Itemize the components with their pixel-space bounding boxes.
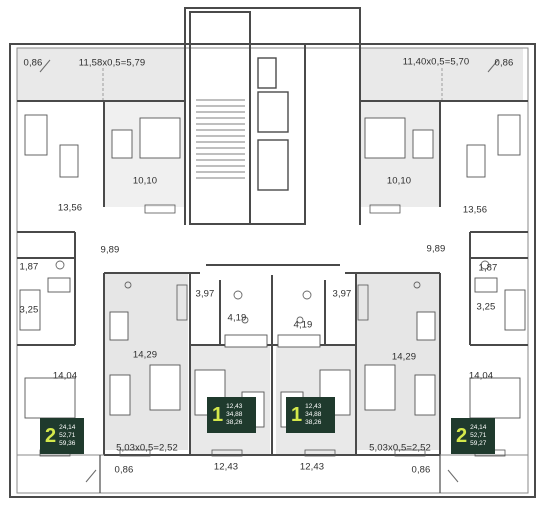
full-area-value: 59,27 bbox=[470, 440, 487, 447]
room-area-label: 12,43 bbox=[213, 461, 239, 473]
apartment-badge[interactable]: 1 12,43 34,88 38,26 bbox=[286, 397, 335, 433]
kitchen-area-label: 13,56 bbox=[57, 202, 83, 214]
living-area-value: 12,43 bbox=[305, 403, 322, 410]
bathroom-area-label: 4,19 bbox=[293, 319, 313, 331]
hallway-area-label: 9,89 bbox=[426, 243, 446, 255]
kitchen-area-label: 14,29 bbox=[132, 349, 158, 361]
full-area-value: 59,36 bbox=[59, 440, 76, 447]
toilet-area-label: 1,87 bbox=[478, 262, 498, 274]
living-room-area-label: 14,04 bbox=[468, 370, 494, 382]
balcony-area-label: 0,86 bbox=[23, 57, 43, 69]
balcony-area-label: 0,86 bbox=[114, 464, 134, 476]
total-area-value: 52,71 bbox=[59, 432, 76, 439]
balcony-calc-label: 11,40x0,5=5,70 bbox=[402, 56, 470, 68]
room-count: 1 bbox=[212, 403, 224, 426]
full-area-value: 38,26 bbox=[226, 419, 243, 426]
kitchen-area-label: 14,29 bbox=[391, 351, 417, 363]
room-count: 2 bbox=[456, 424, 468, 447]
balcony-area-label: 0,86 bbox=[494, 57, 514, 69]
living-area-value: 24,14 bbox=[59, 424, 76, 431]
hallway-area-label: 3,97 bbox=[195, 288, 215, 300]
bedroom-area-label: 10,10 bbox=[386, 175, 412, 187]
balcony-calc-label: 5,03x0,5=2,52 bbox=[116, 442, 178, 454]
bathroom-area-label: 4,19 bbox=[227, 312, 247, 324]
balcony-area-label: 0,86 bbox=[411, 464, 431, 476]
living-area-value: 12,43 bbox=[226, 403, 243, 410]
bathroom-area-label: 3,25 bbox=[19, 304, 39, 316]
total-area-value: 34,88 bbox=[226, 411, 243, 418]
apartment-badge[interactable]: 1 12,43 34,88 38,26 bbox=[207, 397, 256, 433]
room-count: 1 bbox=[291, 403, 303, 426]
living-area-value: 24,14 bbox=[470, 424, 487, 431]
hallway-area-label: 3,97 bbox=[332, 288, 352, 300]
total-area-value: 34,88 bbox=[305, 411, 322, 418]
toilet-area-label: 1,87 bbox=[19, 261, 39, 273]
apartment-badge[interactable]: 2 24,14 52,71 59,36 bbox=[40, 418, 84, 454]
balcony-calc-label: 5,03x0,5=2,52 bbox=[369, 442, 431, 454]
bathroom-area-label: 3,25 bbox=[476, 301, 496, 313]
total-area-value: 52,71 bbox=[470, 432, 487, 439]
room-area-label: 12,43 bbox=[299, 461, 325, 473]
balcony-calc-label: 11,58x0,5=5,79 bbox=[78, 57, 146, 69]
kitchen-area-label: 13,56 bbox=[462, 204, 488, 216]
full-area-value: 38,26 bbox=[305, 419, 322, 426]
hallway-area-label: 9,89 bbox=[100, 244, 120, 256]
living-room-area-label: 14,04 bbox=[52, 370, 78, 382]
apartment-badge[interactable]: 2 24,14 52,71 59,27 bbox=[451, 418, 495, 454]
bedroom-area-label: 10,10 bbox=[132, 175, 158, 187]
room-count: 2 bbox=[45, 424, 57, 447]
